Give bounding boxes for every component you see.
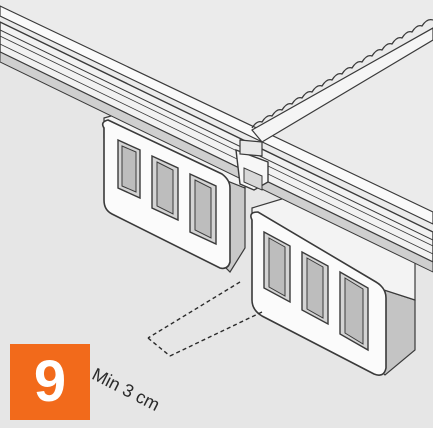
step-number-badge: 9 <box>10 344 90 420</box>
decking-board <box>239 18 433 157</box>
min-distance-dimension <box>147 281 263 357</box>
board-grooved-edge <box>251 18 433 129</box>
joist-rail <box>0 5 433 273</box>
rail-clip <box>235 148 269 191</box>
support-block-front <box>250 197 416 376</box>
